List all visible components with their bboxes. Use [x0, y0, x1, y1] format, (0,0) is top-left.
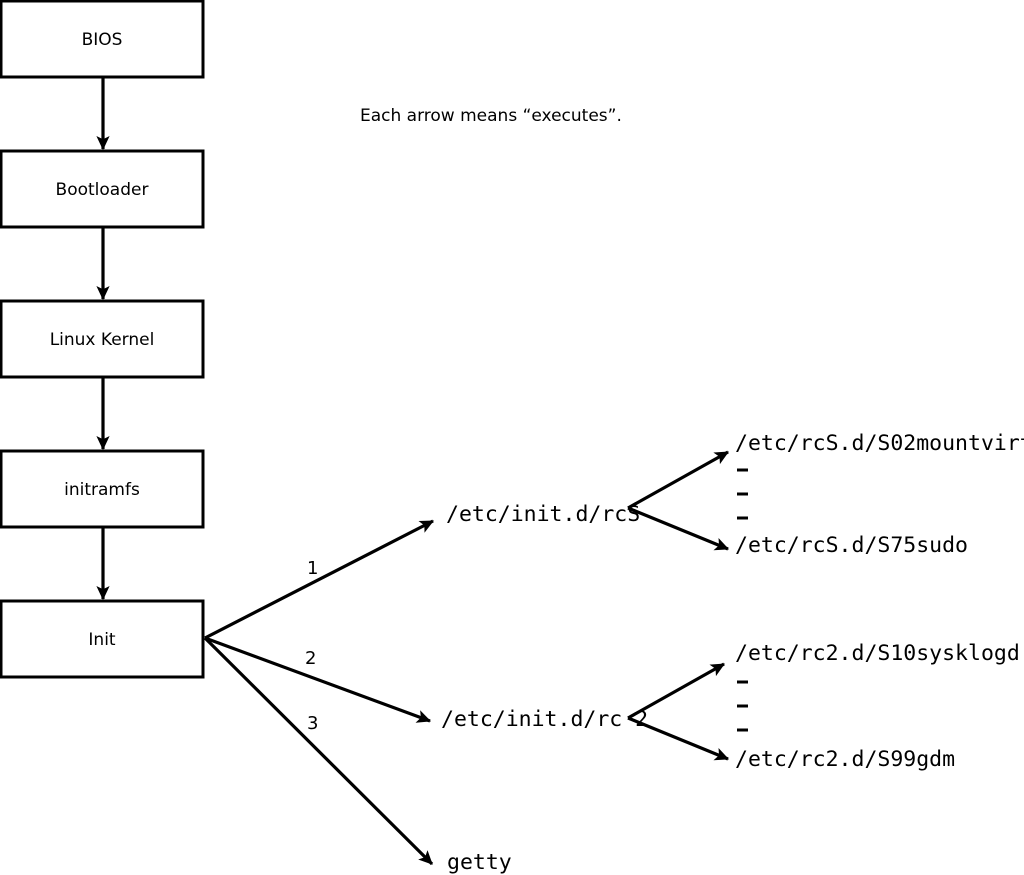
box-outline-init [0, 599, 205, 679]
edge-number-1: 1 [307, 558, 318, 579]
box-outline-kernel [0, 299, 205, 379]
arrow-rc2-scripts-last [627, 716, 730, 761]
box-label-init: Init [88, 630, 116, 650]
process-box-kernel: Linux Kernel [0, 299, 205, 379]
node-label-init-branch-3: getty [447, 850, 512, 875]
box-outline-initramfs [0, 449, 205, 529]
arrow-init-branch-2 [204, 636, 432, 723]
arrow-rcS-scripts-last [627, 506, 730, 551]
box-label-bios: BIOS [82, 30, 123, 50]
node-label-rcS-scripts-last: /etc/rcS.d/S75sudo [735, 533, 968, 558]
process-box-bootloader: Bootloader [0, 149, 205, 229]
node-label-rc2-scripts-last: /etc/rc2.d/S99gdm [735, 747, 955, 772]
edge-number-3: 3 [307, 713, 318, 734]
init-branch-group: 1/etc/init.d/rcS 2/etc/init.d/rc 2 3 getty [203, 502, 648, 875]
process-box-init: Init [0, 599, 205, 679]
arrow-init-branch-1 [204, 519, 435, 640]
arrow-rc2-scripts-first [627, 662, 725, 720]
box-label-kernel: Linux Kernel [50, 330, 155, 350]
edge-number-2: 2 [305, 648, 316, 669]
arrow-rcS-scripts-first [627, 450, 729, 510]
node-label-rc2-scripts-first: /etc/rc2.d/S10sysklogd [735, 641, 1020, 666]
process-box-initramfs: initramfs [0, 449, 205, 529]
node-label-init-branch-1: /etc/init.d/rcS [446, 502, 640, 527]
legend-note: Each arrow means “executes”. [360, 106, 622, 126]
box-label-bootloader: Bootloader [56, 180, 149, 200]
process-box-bios: BIOS [0, 0, 205, 79]
node-label-rcS-scripts-first: /etc/rcS.d/S02mountvirtfs [735, 431, 1024, 456]
box-outline-bios [0, 0, 205, 79]
sub-branch-group: /etc/rcS.d/S02mountvirtfs/etc/rcS.d/S75s… [627, 431, 1024, 772]
node-label-init-branch-2: /etc/init.d/rc 2 [441, 707, 648, 732]
arrow-init-branch-3 [203, 636, 434, 866]
box-label-initramfs: initramfs [64, 480, 140, 500]
